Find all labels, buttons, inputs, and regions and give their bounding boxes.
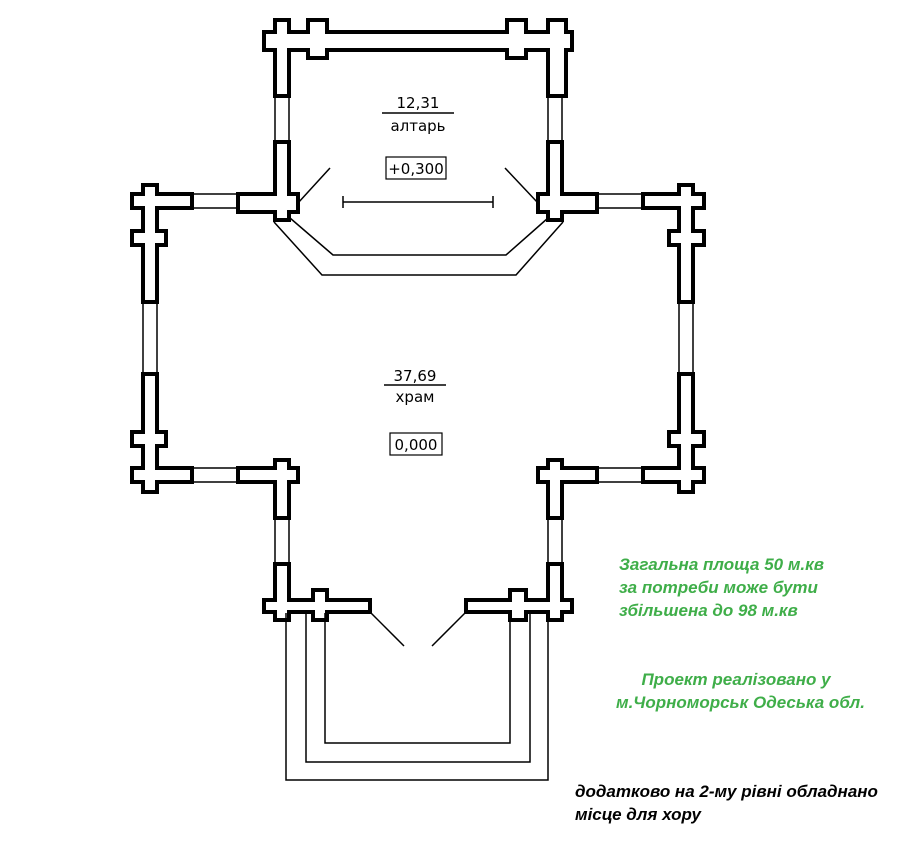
thin-lines <box>273 167 564 781</box>
window-altar-left <box>274 95 290 143</box>
altar-left-junction <box>236 140 300 222</box>
west-arm-lower <box>130 372 194 494</box>
window-south-right <box>596 467 644 483</box>
solea-inner <box>289 217 549 256</box>
window-porch-right <box>547 517 563 565</box>
project-note-line2: м.Чорноморськ Одеська обл. <box>616 693 865 712</box>
window-south-left <box>191 467 239 483</box>
east-arm-lower <box>641 372 706 494</box>
altar-level-box <box>385 156 447 180</box>
altar-label: 12,31 алтарь +0,300 <box>382 94 454 180</box>
area-note-line2: за потреби може бути <box>619 578 818 597</box>
choir-note: додатково на 2-му рівні обладнано місце … <box>575 780 878 826</box>
window-east <box>678 301 694 375</box>
east-arm-upper <box>641 183 706 304</box>
west-arm-upper <box>130 183 194 304</box>
area-note: Загальна площа 50 м.кв за потреби може б… <box>619 553 824 622</box>
altar-level: +0,300 <box>388 160 444 178</box>
temple-label: 37,69 храм 0,000 <box>384 367 446 456</box>
window-porch-left <box>274 517 290 565</box>
altar-name: алтарь <box>390 117 445 135</box>
area-note-line3: збільшена до 98 м.кв <box>619 601 798 620</box>
altar-top-wall <box>262 18 574 98</box>
window-north-right <box>596 193 644 209</box>
porch-step-inner <box>324 613 511 744</box>
window-west <box>142 301 158 375</box>
altar-door-left <box>297 167 331 204</box>
window-altar-right <box>547 95 563 143</box>
temple-name: храм <box>396 388 435 406</box>
walls <box>130 18 706 622</box>
altar-right-junction <box>536 140 599 222</box>
project-note: Проект реалізовано у м.Чорноморськ Одесь… <box>616 668 865 714</box>
entrance-door-right <box>431 611 467 647</box>
altar-door-right <box>504 167 539 204</box>
porch-step-middle <box>305 613 531 763</box>
porch-left-wall <box>262 562 372 622</box>
south-right-junction <box>536 458 599 520</box>
choir-note-line2: місце для хору <box>575 805 701 824</box>
porch-step-outer <box>285 613 549 781</box>
solea-outer <box>273 221 564 276</box>
temple-level-box <box>389 432 443 456</box>
south-left-junction <box>236 458 300 520</box>
altar-area: 12,31 <box>397 94 440 112</box>
area-note-line1: Загальна площа 50 м.кв <box>619 555 825 574</box>
porch-right-wall <box>464 562 574 622</box>
window-north-left <box>191 193 239 209</box>
choir-note-line1: додатково на 2-му рівні обладнано <box>575 782 878 801</box>
entrance-door-left <box>369 611 405 647</box>
temple-level: 0,000 <box>395 436 438 454</box>
temple-area: 37,69 <box>394 367 437 385</box>
project-note-line1: Проект реалізовано у <box>641 670 831 689</box>
